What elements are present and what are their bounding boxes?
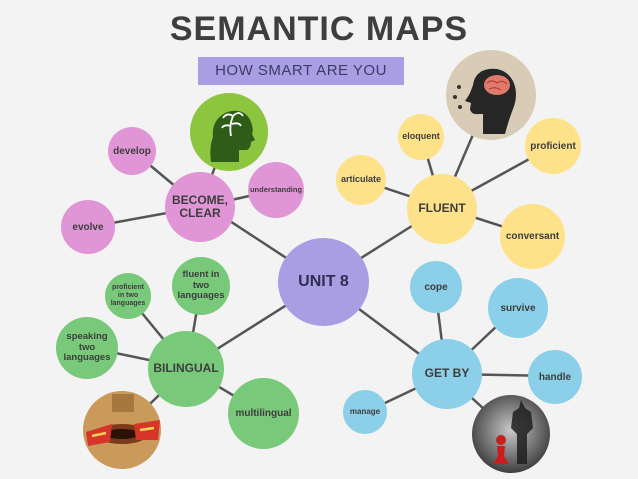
chess-pieces-illustration [472, 395, 550, 473]
leaf-fluent-in-two-languages: fluent in two languages [172, 257, 230, 315]
leaf-evolve: evolve [61, 200, 115, 254]
leaf-manage: manage [343, 390, 387, 434]
leaf-multilingual: multilingual [228, 378, 299, 449]
brain-head-illustration [446, 50, 536, 140]
leaf-handle: handle [528, 350, 582, 404]
leaf-proficient: proficient [525, 118, 581, 174]
leaf-survive: survive [488, 278, 548, 338]
hub-fluent: FLUENT [407, 174, 477, 244]
leaf-conversant: conversant [500, 204, 565, 269]
leaf-develop: develop [108, 127, 156, 175]
hub-bilingual: BILINGUAL [148, 331, 224, 407]
hub-become-clear: BECOME, CLEAR [165, 172, 235, 242]
leaf-eloquent: eloquent [398, 114, 444, 160]
hub-get-by: GET BY [412, 339, 482, 409]
speaking-mouth-illustration [83, 391, 161, 469]
page-subtitle: HOW SMART ARE YOU [198, 57, 404, 85]
leaf-cope: cope [410, 261, 462, 313]
leaf-articulate: articulate [336, 155, 386, 205]
plant-head-illustration [190, 93, 268, 171]
leaf-speaking-two-languages: speaking two languages [56, 317, 118, 379]
leaf-understanding: understanding [248, 162, 304, 218]
center-node-unit-8: UNIT 8 [278, 238, 369, 326]
page-title: SEMANTIC MAPS [169, 10, 469, 48]
leaf-proficient-in-two-languages: proficient in two languages [105, 273, 151, 319]
